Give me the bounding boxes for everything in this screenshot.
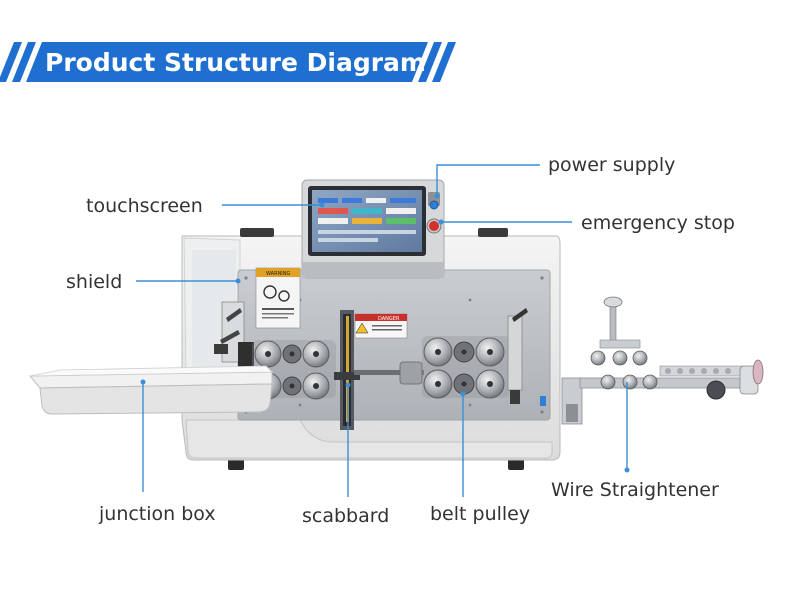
label-belt-pulley: belt pulley (430, 503, 530, 525)
wire-stripping-machine: WARNING DANGER (28, 179, 764, 470)
leader-shield-dot (235, 278, 241, 284)
warning-label-text: WARNING (266, 271, 291, 277)
warning-label: WARNING (255, 267, 301, 329)
touchscreen-widgets (318, 198, 416, 242)
machine-base (185, 419, 553, 459)
page-title: Product Structure Diagram (45, 48, 426, 77)
leader-emergency-stop-dot (438, 219, 444, 225)
lid-handle-right (478, 228, 508, 237)
banner-stripe-4 (432, 42, 456, 82)
label-scabbard: scabbard (302, 505, 389, 527)
wire-guide-bracket (214, 301, 254, 370)
label-power-supply: power supply (548, 154, 675, 176)
label-shield: shield (66, 271, 122, 293)
banner-stripe-1 (0, 42, 22, 82)
leader-scabbard-dot (345, 382, 351, 388)
center-guide-block (399, 361, 423, 385)
header-banner: Product Structure Diagram (0, 42, 456, 82)
blue-indicator (540, 396, 546, 406)
banner-body (26, 42, 428, 82)
leader-power-supply (436, 164, 540, 196)
danger-label: DANGER (354, 313, 408, 339)
callout-labels: power supply touchscreen emergency stop … (66, 154, 735, 527)
right-roller-assembly (422, 336, 510, 399)
label-junction-box: junction box (98, 503, 216, 525)
center-wire-guide (354, 370, 424, 375)
leader-junction-box-dot (140, 379, 146, 385)
label-touchscreen: touchscreen (86, 195, 203, 217)
emergency-stop-button[interactable] (426, 218, 442, 234)
leader-belt-pulley-dot (460, 391, 466, 397)
machine-foot-left (228, 458, 244, 470)
banner-stripe-3 (418, 42, 442, 82)
plate-screws (244, 276, 544, 414)
wire-straightener (561, 296, 764, 425)
label-emergency-stop: emergency stop (581, 212, 735, 234)
lid-handle-left (240, 228, 274, 237)
scabbard (334, 310, 360, 430)
callout-leaders (136, 164, 630, 497)
machine-foot-right (508, 458, 524, 470)
control-panel (301, 179, 445, 279)
label-wire-straightener: Wire Straightener (551, 479, 719, 501)
leader-wire-straightener-dot (624, 467, 630, 473)
leader-touchscreen-dot (319, 202, 325, 208)
banner-stripe-2 (12, 42, 36, 82)
clamp-lever (507, 308, 528, 404)
danger-label-text: DANGER (378, 316, 400, 322)
leader-power-supply-dot (434, 193, 440, 199)
junction-box (28, 365, 273, 415)
